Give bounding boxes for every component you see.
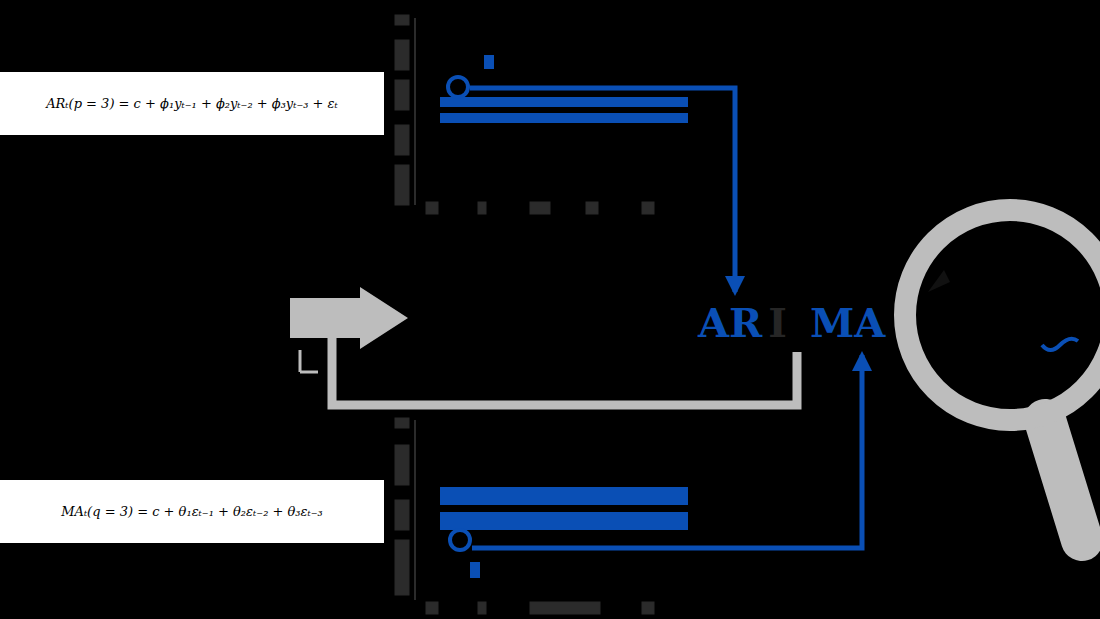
formula-box: ARₜ(p = 3) = c + ϕ₁yₜ₋₁ + ϕ₂yₜ₋₂ + ϕ₃yₜ₋… xyxy=(0,72,384,135)
model-part-label: MA xyxy=(810,303,885,343)
magnifier-icon xyxy=(905,210,1100,540)
differencing-loop xyxy=(290,287,797,405)
pacf-bars xyxy=(440,55,735,292)
model-part-label: AR xyxy=(698,303,762,343)
formula-text: ARₜ(p = 3) = c + ϕ₁yₜ₋₁ + ϕ₂yₜ₋₂ + ϕ₃yₜ₋… xyxy=(46,96,338,111)
formula-text: MAₜ(q = 3) = c + θ₁εₜ₋₁ + θ₂εₜ₋₂ + θ₃εₜ₋… xyxy=(61,504,323,519)
formula-box: MAₜ(q = 3) = c + θ₁εₜ₋₁ + θ₂εₜ₋₂ + θ₃εₜ₋… xyxy=(0,480,384,543)
model-part-label: I xyxy=(768,303,787,343)
